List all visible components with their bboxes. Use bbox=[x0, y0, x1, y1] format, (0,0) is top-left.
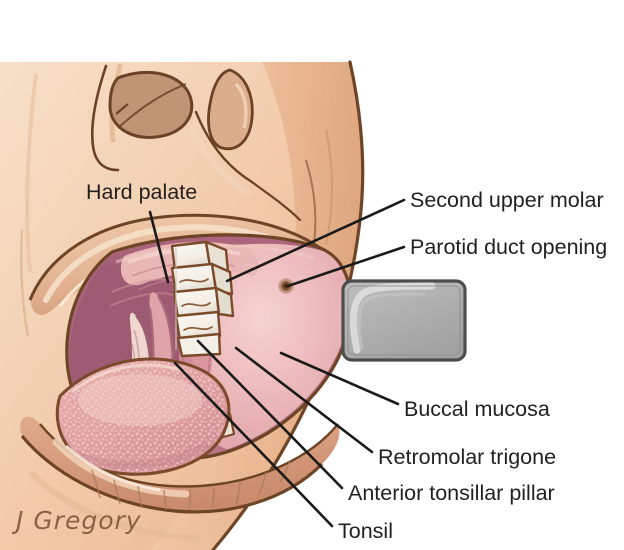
leader-retromolar-trigone bbox=[234, 346, 374, 454]
tongue bbox=[55, 357, 231, 476]
artist-signature: J Gregory bbox=[16, 506, 142, 535]
label-parotid-duct-opening: Parotid duct opening bbox=[410, 235, 608, 259]
nose bbox=[20, 63, 333, 337]
retractor bbox=[341, 279, 467, 362]
label-tonsil: Tonsil bbox=[338, 519, 393, 543]
label-retromolar-trigone: Retromolar trigone bbox=[378, 445, 557, 469]
label-anterior-tonsillar-pillar: Anterior tonsillar pillar bbox=[348, 481, 555, 505]
leader-tonsil bbox=[173, 361, 334, 528]
leader-second-upper-molar bbox=[225, 198, 406, 283]
leader-anterior-tonsillar-pillar bbox=[196, 339, 344, 490]
leader-hard-palate bbox=[148, 210, 170, 284]
label-second-upper-molar: Second upper molar bbox=[410, 188, 604, 212]
leader-buccal-mucosa bbox=[279, 351, 400, 406]
leader-parotid-duct-opening bbox=[286, 245, 406, 288]
upper-teeth bbox=[170, 240, 235, 358]
leader-lines bbox=[148, 198, 406, 528]
parotid-papilla bbox=[278, 278, 294, 294]
label-hard-palate: Hard palate bbox=[86, 180, 198, 204]
label-buccal-mucosa: Buccal mucosa bbox=[404, 397, 550, 421]
